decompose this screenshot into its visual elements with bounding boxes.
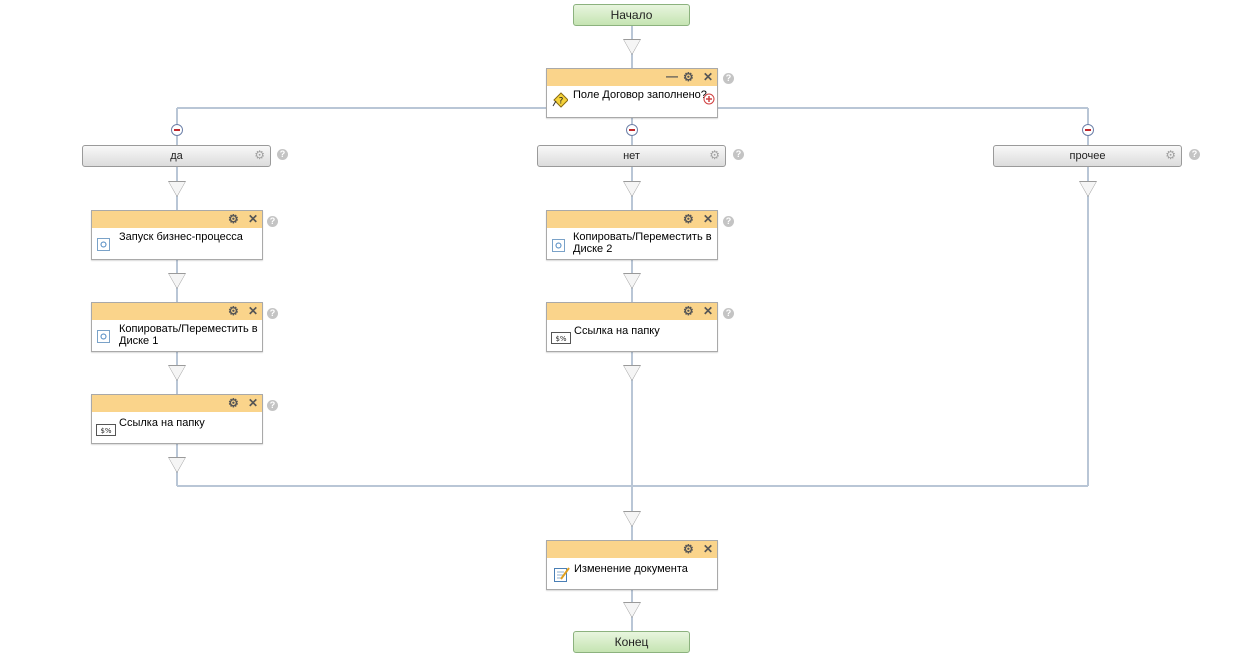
branch-other-label: прочее <box>1069 150 1106 162</box>
close-icon[interactable]: ✕ <box>703 212 714 226</box>
branch-other[interactable]: прочее ⚙ <box>993 145 1182 167</box>
branch-yes-label: да <box>170 150 183 162</box>
gear-icon[interactable]: ⚙ <box>683 212 694 226</box>
help-icon[interactable]: ? <box>1189 149 1200 160</box>
gear-icon[interactable]: ⚙ <box>683 70 694 84</box>
branch-yes[interactable]: да ⚙ <box>82 145 271 167</box>
branch-no-label: нет <box>623 150 640 162</box>
gear-icon[interactable]: ⚙ <box>254 148 265 162</box>
svg-text:$%: $% <box>100 427 111 435</box>
condition-icon: ? <box>552 92 568 108</box>
condition-block-header: — ⚙ ✕ <box>547 69 717 86</box>
drop-arrow-icon[interactable] <box>168 365 186 381</box>
help-icon[interactable]: ? <box>723 216 734 227</box>
activity-copy-move-1[interactable]: ⚙ ✕ Копировать/Переместить в Диске 1 <box>91 302 263 352</box>
help-icon[interactable]: ? <box>267 400 278 411</box>
activity-title: Копировать/Переместить в Диске 1 <box>119 323 258 347</box>
drop-arrow-icon[interactable] <box>623 273 641 289</box>
variable-icon: $% <box>96 424 116 436</box>
collapse-branch-other-icon[interactable] <box>1082 124 1094 136</box>
collapse-branch-no-icon[interactable] <box>626 124 638 136</box>
help-icon[interactable]: ? <box>723 73 734 84</box>
gear-icon[interactable]: ⚙ <box>683 542 694 556</box>
drop-arrow-icon[interactable] <box>168 457 186 473</box>
gear-icon[interactable]: ⚙ <box>683 304 694 318</box>
close-icon[interactable]: ✕ <box>248 396 259 410</box>
drop-arrow-icon[interactable] <box>623 39 641 55</box>
activity-header: ⚙ ✕ <box>92 395 262 412</box>
drop-arrow-icon[interactable] <box>623 602 641 618</box>
collapse-branch-yes-icon[interactable] <box>171 124 183 136</box>
edit-document-icon <box>554 567 570 582</box>
drop-arrow-icon[interactable] <box>623 365 641 381</box>
process-icon <box>97 330 110 343</box>
add-icon[interactable] <box>703 93 715 105</box>
gear-icon[interactable]: ⚙ <box>1165 148 1176 162</box>
activity-folder-link-2[interactable]: ⚙ ✕ $% Ссылка на папку <box>546 302 718 352</box>
condition-title: Поле Договор заполнено? <box>573 89 707 101</box>
help-icon[interactable]: ? <box>723 308 734 319</box>
drop-arrow-icon[interactable] <box>168 181 186 197</box>
activity-header: ⚙ ✕ <box>92 211 262 228</box>
activity-title: Изменение документа <box>574 563 688 575</box>
activity-header: ⚙ ✕ <box>92 303 262 320</box>
drop-arrow-icon[interactable] <box>168 273 186 289</box>
gear-icon[interactable]: ⚙ <box>228 396 239 410</box>
help-icon[interactable]: ? <box>277 149 288 160</box>
process-icon <box>97 238 110 251</box>
minimize-icon[interactable]: — <box>666 69 678 83</box>
end-node[interactable]: Конец <box>573 631 690 653</box>
svg-text:?: ? <box>559 97 564 107</box>
gear-icon[interactable]: ⚙ <box>228 304 239 318</box>
close-icon[interactable]: ✕ <box>703 304 714 318</box>
drop-arrow-icon[interactable] <box>1079 181 1097 197</box>
activity-edit-document[interactable]: ⚙ ✕ Изменение документа <box>546 540 718 590</box>
close-icon[interactable]: ✕ <box>248 212 259 226</box>
gear-icon[interactable]: ⚙ <box>709 148 720 162</box>
activity-copy-move-2[interactable]: ⚙ ✕ Копировать/Переместить в Диске 2 <box>546 210 718 260</box>
activity-header: ⚙ ✕ <box>547 541 717 558</box>
activity-title: Копировать/Переместить в Диске 2 <box>573 231 712 255</box>
activity-folder-link-1[interactable]: ⚙ ✕ $% Ссылка на папку <box>91 394 263 444</box>
close-icon[interactable]: ✕ <box>703 542 714 556</box>
activity-title: Ссылка на папку <box>119 417 205 429</box>
variable-icon: $% <box>551 332 571 344</box>
close-icon[interactable]: ✕ <box>703 70 714 84</box>
branch-no[interactable]: нет ⚙ <box>537 145 726 167</box>
gear-icon[interactable]: ⚙ <box>228 212 239 226</box>
activity-header: ⚙ ✕ <box>547 211 717 228</box>
condition-block[interactable]: — ⚙ ✕ ? Поле Договор заполнено? <box>546 68 718 118</box>
help-icon[interactable]: ? <box>267 216 278 227</box>
drop-arrow-icon[interactable] <box>623 181 641 197</box>
help-icon[interactable]: ? <box>267 308 278 319</box>
close-icon[interactable]: ✕ <box>248 304 259 318</box>
svg-text:$%: $% <box>555 335 566 343</box>
activity-header: ⚙ ✕ <box>547 303 717 320</box>
activity-start-bp[interactable]: ⚙ ✕ Запуск бизнес-процесса <box>91 210 263 260</box>
drop-arrow-icon[interactable] <box>623 511 641 527</box>
start-node[interactable]: Начало <box>573 4 690 26</box>
activity-title: Запуск бизнес-процесса <box>119 231 243 243</box>
help-icon[interactable]: ? <box>733 149 744 160</box>
process-icon <box>552 239 565 252</box>
activity-title: Ссылка на папку <box>574 325 660 337</box>
